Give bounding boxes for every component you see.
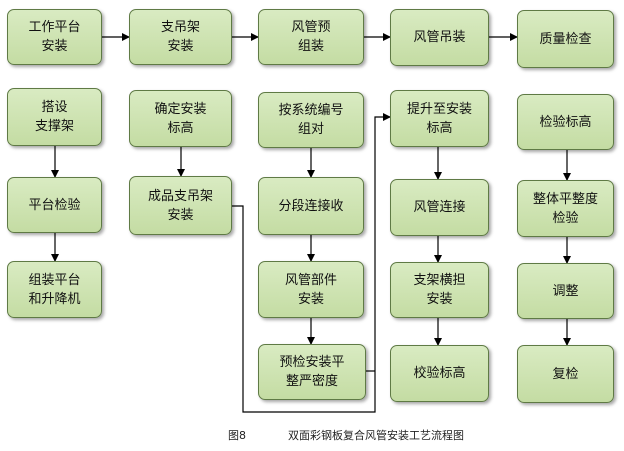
node-quality-inspection: 质量检查: [517, 10, 614, 68]
node-platform-inspection: 平台检验: [7, 177, 102, 233]
node-duct-connection: 风管连接: [390, 179, 489, 236]
node-duct-parts-install: 风管部件 安装: [258, 261, 364, 318]
figure-number: 图8: [228, 429, 246, 442]
node-duct-hoisting: 风管吊装: [390, 9, 489, 66]
node-erect-support-frame: 搭设 支撑架: [7, 88, 102, 146]
node-recheck: 复检: [517, 345, 614, 403]
node-bracket-crossbar-install: 支架横担 安装: [390, 262, 489, 318]
node-hanger-install: 支吊架 安装: [129, 9, 232, 65]
node-lift-to-elevation: 提升至安装 标高: [390, 90, 489, 147]
figure-title: 双面彩钢板复合风管安装工艺流程图: [288, 429, 464, 442]
node-verify-elevation: 校验标高: [390, 345, 489, 402]
node-duct-preassembly: 风管预 组装: [258, 9, 364, 65]
node-precheck-flatness-tightness: 预检安装平 整严密度: [258, 344, 366, 400]
node-adjust: 调整: [517, 263, 614, 319]
node-finished-hanger-install: 成品支吊架 安装: [129, 176, 232, 235]
node-check-elevation: 检验标高: [517, 94, 614, 150]
arrow-finished-hanger-to-lift: [232, 113, 391, 413]
node-determine-elevation: 确定安装 标高: [129, 90, 232, 147]
node-segment-connection: 分段连接收: [258, 177, 364, 235]
node-overall-flatness-check: 整体平整度 检验: [517, 180, 614, 237]
node-assemble-platform-lift: 组装平台 和升降机: [7, 261, 102, 318]
node-pair-by-system-number: 按系统编号 组对: [258, 92, 364, 148]
node-work-platform-install: 工作平台 安装: [7, 9, 102, 65]
